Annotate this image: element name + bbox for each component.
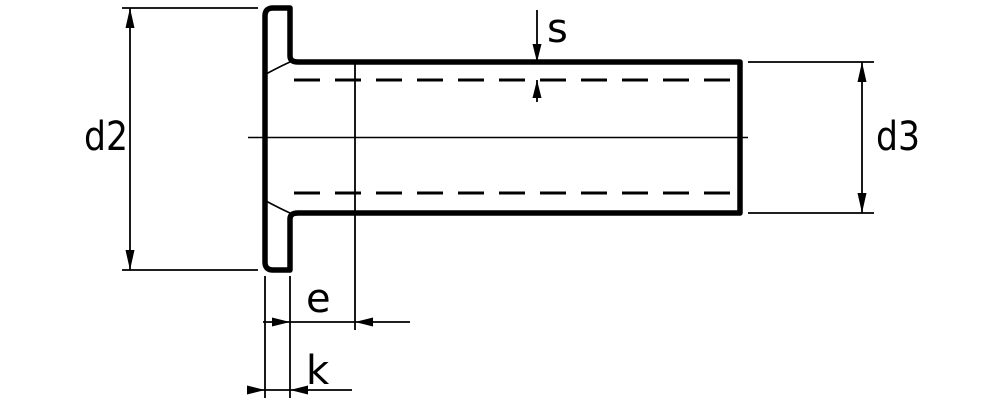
k-arrow-right (290, 385, 308, 395)
d2-arrow-down (125, 250, 135, 270)
k-arrow-left (247, 385, 265, 395)
label-s: s (547, 6, 568, 52)
dimension-d3: d3 (748, 61, 920, 214)
d2-arrow-up (125, 8, 135, 28)
dimension-k: k (247, 276, 352, 398)
d3-arrow-up (857, 62, 867, 82)
s-arrow-up (532, 80, 542, 98)
rivet-part (248, 5, 748, 273)
label-d3: d3 (876, 114, 920, 160)
label-e: e (306, 276, 331, 322)
flange-fillet-edge-top (265, 61, 291, 75)
rivet-outline (262, 5, 743, 273)
s-arrow-down (532, 44, 542, 62)
e-arrow-left (272, 317, 290, 327)
dimension-s: s (532, 6, 568, 102)
e-arrow-right (355, 317, 373, 327)
dimension-d2: d2 (84, 7, 258, 271)
label-k: k (306, 348, 330, 394)
d3-arrow-down (857, 193, 867, 213)
flange-fillet-edge-bottom (265, 200, 291, 214)
label-d2: d2 (84, 114, 128, 160)
dimension-e: e (263, 62, 410, 330)
